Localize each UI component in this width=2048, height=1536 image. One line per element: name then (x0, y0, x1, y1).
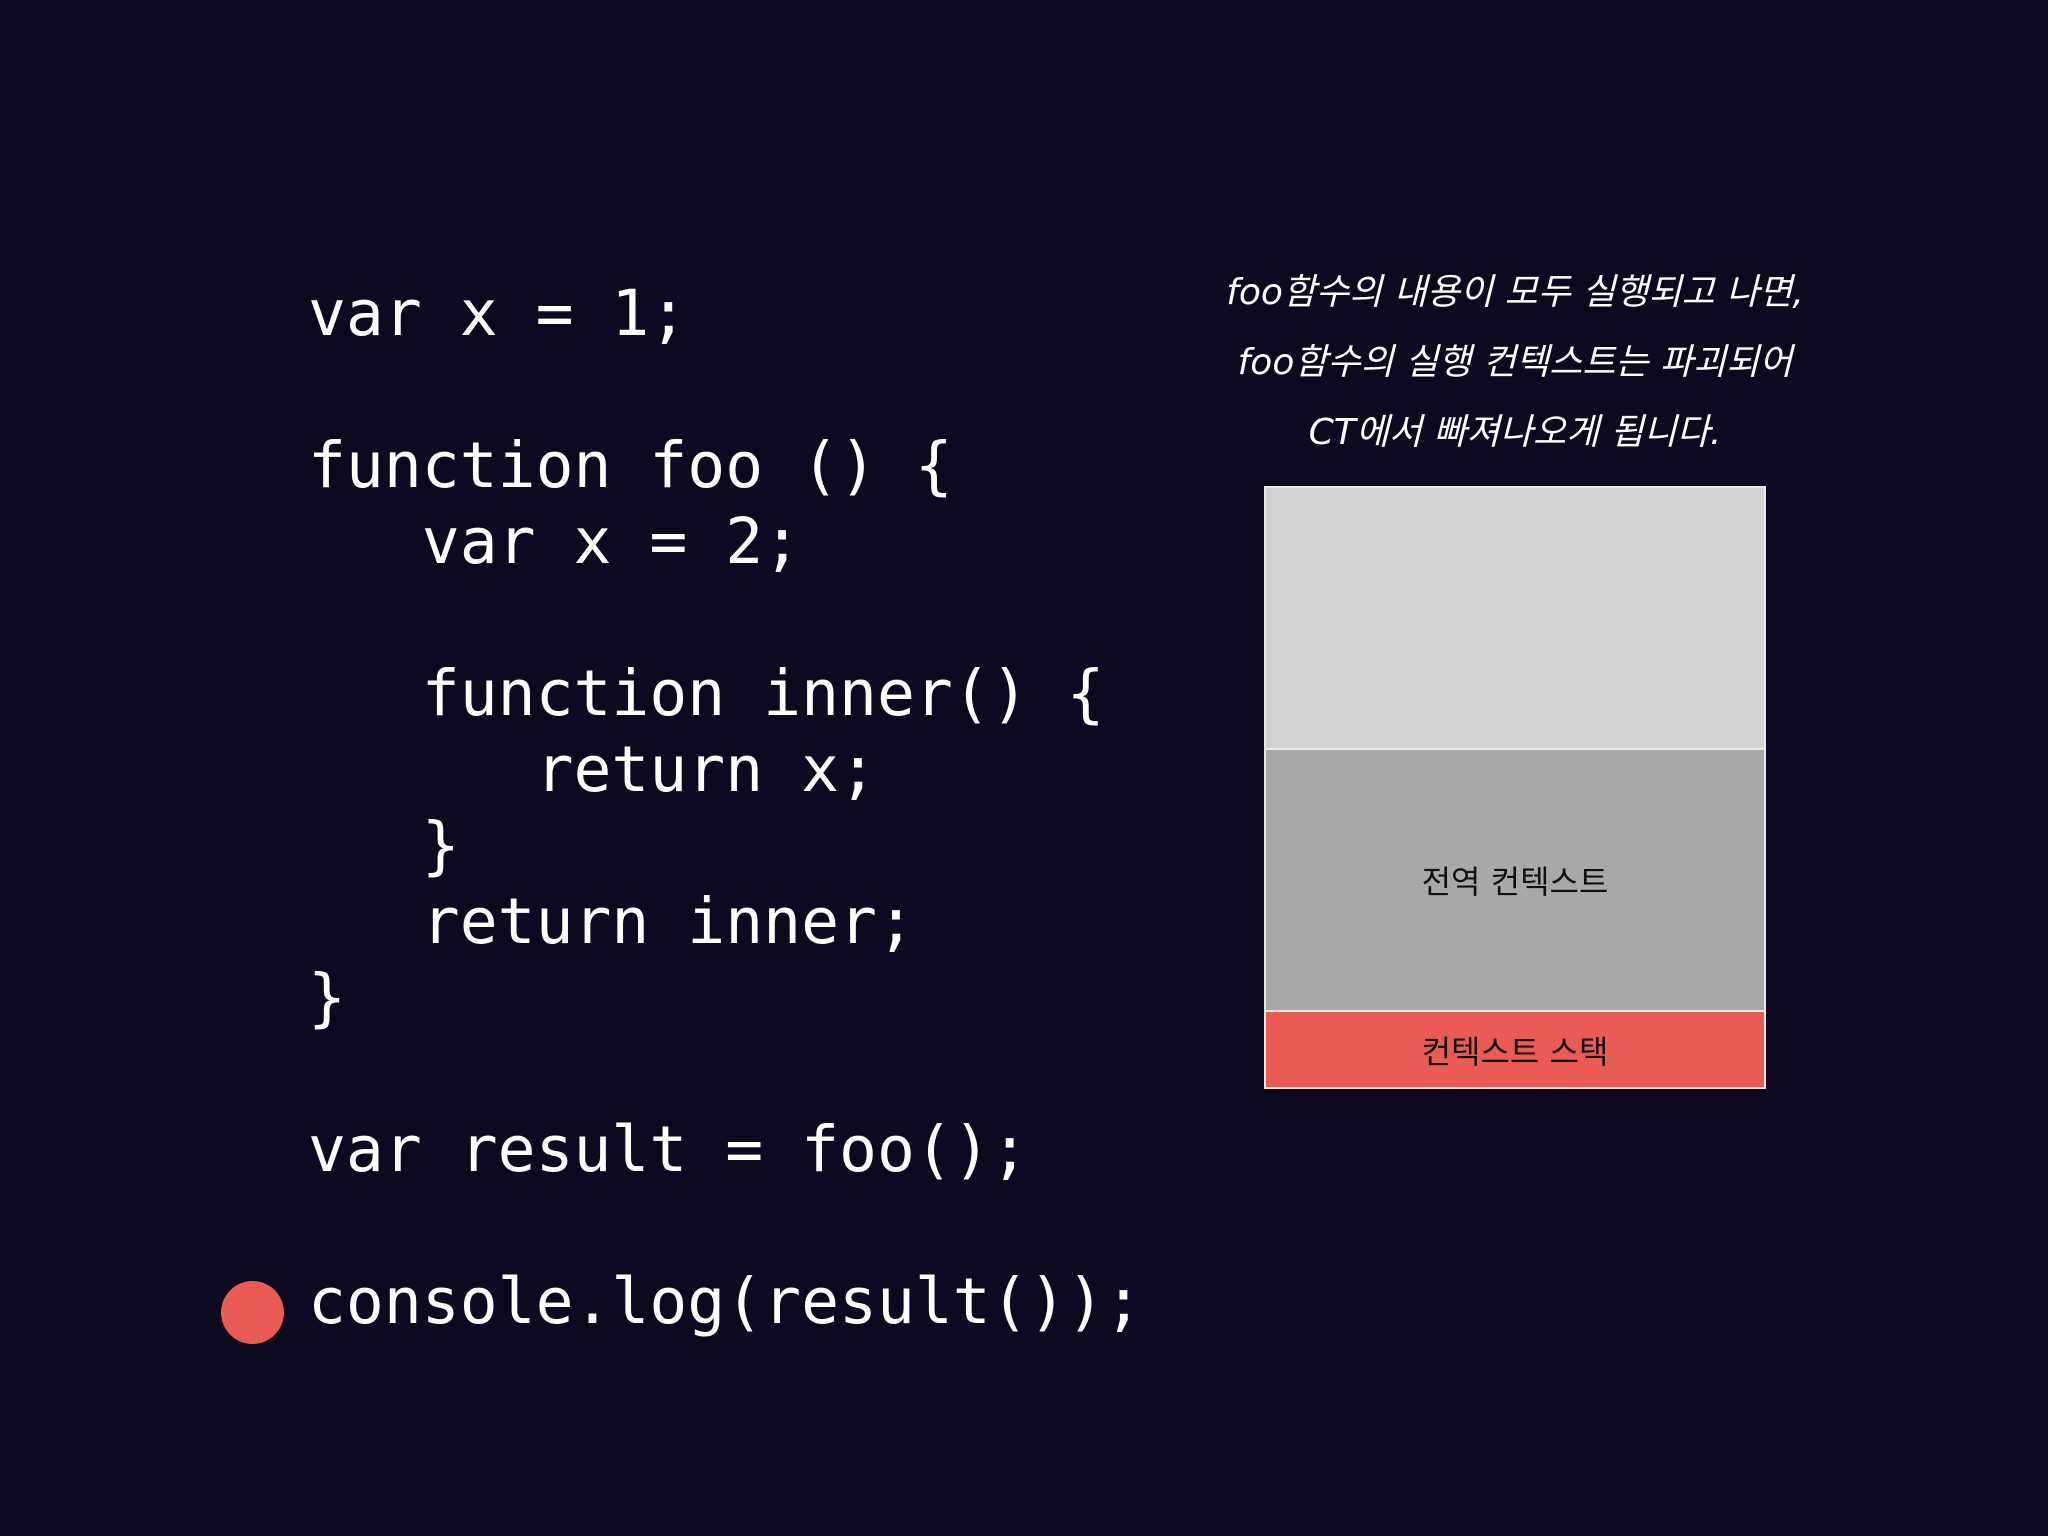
code-line (308, 1036, 1142, 1112)
breakpoint-marker (221, 1281, 284, 1344)
code-line: function inner() { (308, 657, 1105, 730)
caption-line: foo함수의 내용이 모두 실행되고 나면, (1226, 272, 1804, 313)
code-line (308, 352, 1142, 428)
code-line: } (308, 961, 346, 1034)
caption-line: foo함수의 실행 컨텍스트는 파괴되어 (1237, 342, 1793, 383)
global-context-label: 전역 컨텍스트 (1421, 863, 1609, 901)
code-line: var x = 1; (308, 277, 688, 350)
code-line (308, 580, 1142, 656)
code-line: } (308, 809, 460, 882)
code-line-current: console.log(result()); (308, 1265, 1143, 1338)
context-stack: 전역 컨텍스트 컨텍스트 스택 (1264, 486, 1766, 1089)
code-block: var x = 1; function foo () { var x = 2; f… (308, 276, 1142, 1340)
stack-slot-empty (1266, 488, 1764, 750)
code-line: function foo () { (308, 429, 953, 502)
code-line: var x = 2; (308, 505, 802, 578)
context-stack-label: 컨텍스트 스택 (1421, 1032, 1609, 1071)
code-line: return x; (308, 733, 877, 806)
caption-line: CT에서 빠져나오게 됩니다. (1308, 412, 1722, 453)
stack-slot-global-context: 전역 컨텍스트 (1266, 750, 1764, 1012)
code-line (308, 1188, 1142, 1264)
code-line: var result = foo(); (308, 1113, 1029, 1186)
caption: foo함수의 내용이 모두 실행되고 나면, foo함수의 실행 컨텍스트는 파… (1160, 258, 1870, 468)
stack-base: 컨텍스트 스택 (1266, 1012, 1764, 1087)
code-line: return inner; (308, 885, 915, 958)
